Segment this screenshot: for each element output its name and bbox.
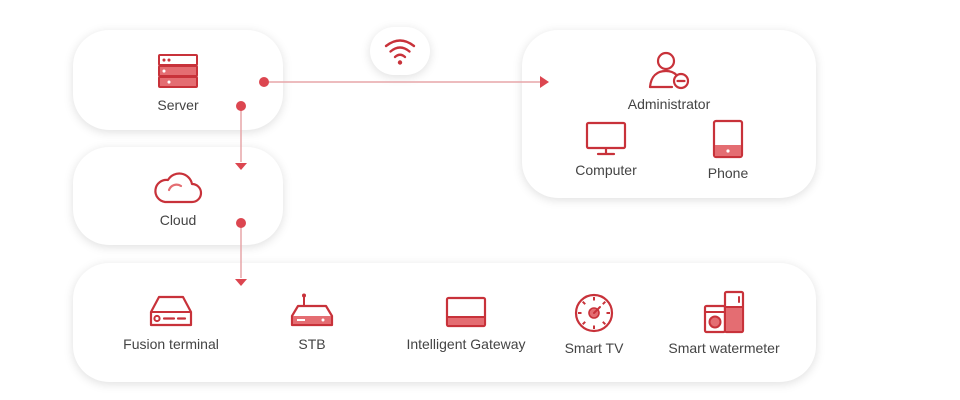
monitor-icon bbox=[536, 120, 676, 156]
phone-icon bbox=[658, 119, 798, 159]
edge-server-administrator bbox=[259, 76, 549, 88]
computer-label: Computer bbox=[575, 162, 637, 178]
node-stb: STB bbox=[242, 292, 382, 352]
appliance-icon bbox=[654, 290, 794, 334]
server-icon bbox=[108, 53, 248, 91]
node-fusion-terminal: Fusion terminal bbox=[101, 292, 241, 352]
gateway-label: Intelligent Gateway bbox=[406, 336, 526, 352]
smart-tv-label: Smart TV bbox=[564, 340, 624, 356]
phone-label: Phone bbox=[707, 165, 749, 181]
cloud-panel bbox=[73, 147, 283, 245]
gateway-icon bbox=[396, 292, 536, 330]
node-gateway: Intelligent Gateway bbox=[396, 292, 536, 352]
node-server: Server bbox=[108, 53, 248, 113]
node-administrator: Administrator bbox=[599, 50, 739, 112]
node-smart-tv: Smart TV bbox=[524, 292, 664, 356]
admin-user-icon bbox=[599, 50, 739, 90]
node-computer: Computer bbox=[536, 120, 676, 178]
admin-panel bbox=[522, 30, 816, 198]
fusion-terminal-label: Fusion terminal bbox=[123, 336, 219, 352]
set-top-box-icon bbox=[242, 292, 382, 330]
devices-panel bbox=[73, 263, 816, 382]
wifi-icon bbox=[384, 39, 416, 65]
cloud-label: Cloud bbox=[159, 212, 197, 228]
administrator-label: Administrator bbox=[627, 96, 711, 112]
stb-label: STB bbox=[298, 336, 326, 352]
fusion-terminal-icon bbox=[101, 292, 241, 330]
watermeter-label: Smart watermeter bbox=[668, 340, 780, 356]
smart-tv-icon bbox=[524, 292, 664, 334]
node-cloud: Cloud bbox=[108, 170, 248, 228]
cloud-icon bbox=[108, 170, 248, 206]
wifi-bubble bbox=[370, 27, 430, 75]
node-phone: Phone bbox=[658, 119, 798, 181]
server-label: Server bbox=[157, 97, 199, 113]
node-watermeter: Smart watermeter bbox=[654, 290, 794, 356]
